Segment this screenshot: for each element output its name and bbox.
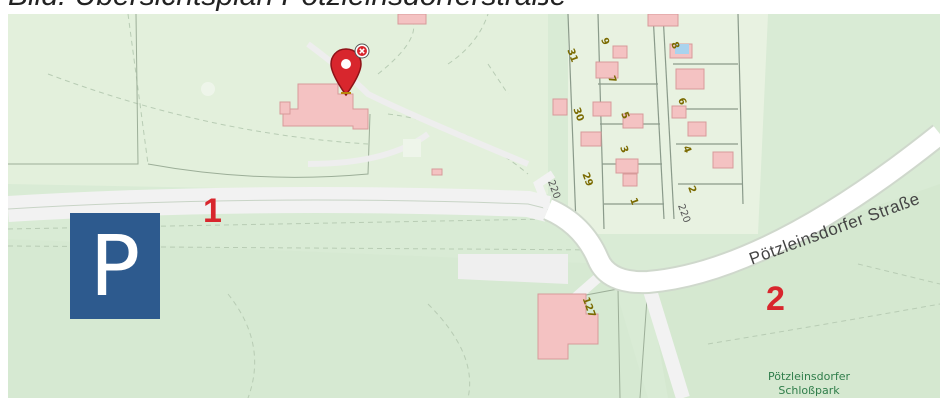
location-pin[interactable] (330, 43, 370, 103)
lane-north (533, 170, 556, 211)
map-pin-icon (330, 48, 362, 97)
pool (675, 44, 689, 54)
map-base-layer (8, 14, 940, 398)
parking-sign-icon: P (70, 213, 160, 319)
grass-area-north (8, 14, 548, 194)
zone-marker-2: 2 (766, 280, 785, 318)
park-label: Pötzleinsdorfer Schloßpark (768, 370, 850, 398)
buildings (279, 14, 734, 360)
court (403, 139, 421, 157)
map-canvas[interactable]: 1 2 Pötzleinsdorfer Straße 220 220 31 30… (8, 14, 940, 398)
parking-lot (458, 254, 568, 284)
clearing (201, 82, 215, 96)
main-road (543, 126, 940, 293)
close-circle-icon[interactable] (354, 43, 370, 59)
access-road-edge (8, 199, 549, 210)
lane-south (641, 281, 690, 398)
zone-marker-1: 1 (203, 192, 222, 230)
park-label-line: Schloßpark (778, 384, 840, 397)
park-area (648, 184, 940, 398)
park-label-line: Pötzleinsdorfer (768, 370, 851, 383)
map-caption: Bild: Übersichtsplan Pötzleinsdorferstra… (0, 0, 946, 14)
residential-blocks (567, 14, 744, 230)
residential-area (568, 14, 768, 234)
